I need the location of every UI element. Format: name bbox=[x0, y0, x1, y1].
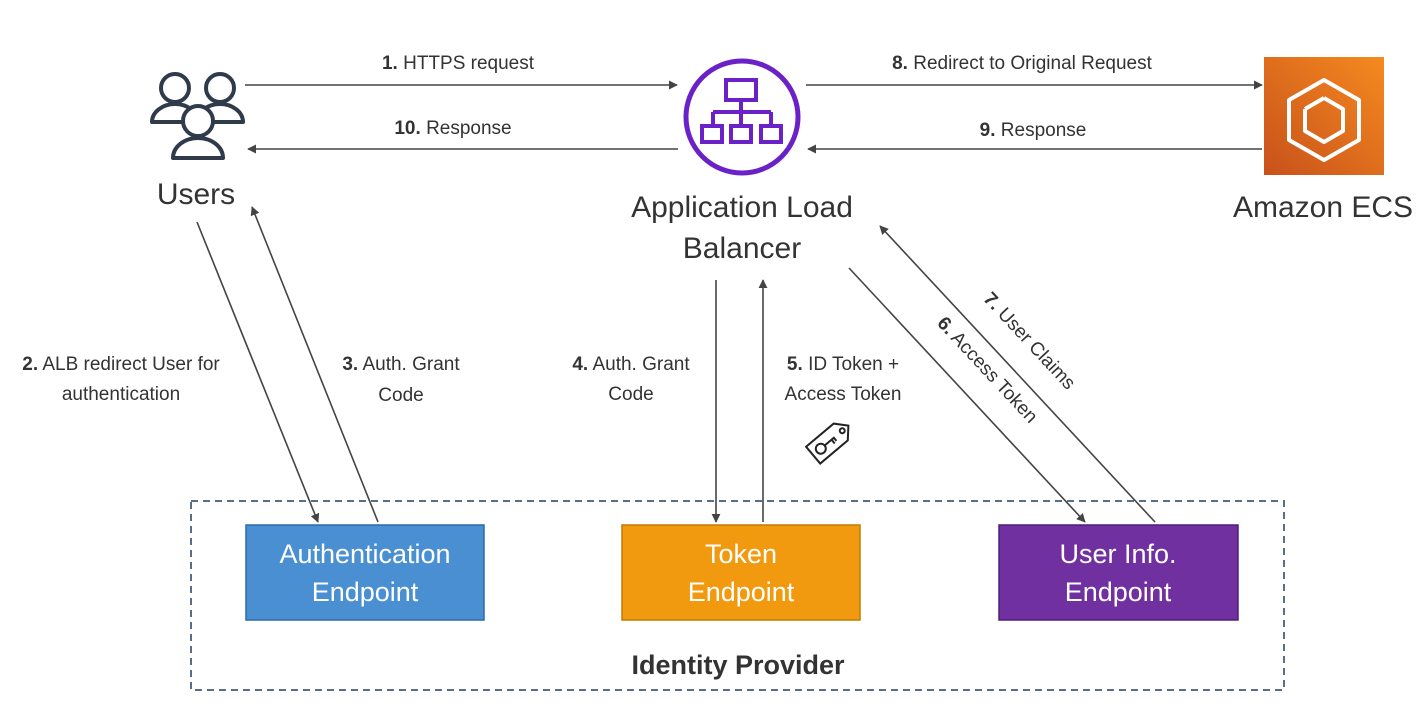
alb-label-line2: Balancer bbox=[683, 232, 801, 265]
step-2-label: 2. ALB redirect User for bbox=[22, 354, 220, 375]
arrow-step-3 bbox=[250, 206, 379, 523]
arrow-step-7 bbox=[879, 225, 1156, 523]
userinfo-endpoint-line1: User Info. bbox=[1059, 539, 1176, 569]
step-9-label: 9. Response bbox=[980, 120, 1087, 141]
step-2-label-line2: authentication bbox=[62, 384, 180, 405]
auth-endpoint-line1: Authentication bbox=[279, 539, 450, 569]
user-info-endpoint-box[interactable]: User Info. Endpoint bbox=[998, 524, 1239, 621]
key-tag-icon bbox=[804, 422, 850, 465]
authentication-endpoint-box[interactable]: Authentication Endpoint bbox=[245, 524, 485, 621]
step-4-label-line2: Code bbox=[608, 384, 653, 405]
auth-endpoint-line2: Endpoint bbox=[312, 577, 419, 607]
identity-provider-label: Identity Provider bbox=[631, 650, 845, 680]
token-endpoint-line2: Endpoint bbox=[688, 577, 795, 607]
token-endpoint-box[interactable]: Token Endpoint bbox=[621, 524, 861, 621]
users-label: Users bbox=[157, 178, 235, 211]
step-5-label: 5. ID Token + bbox=[787, 354, 899, 375]
step-3-label: 3. Auth. Grant bbox=[342, 354, 460, 375]
load-balancer-icon bbox=[683, 58, 801, 176]
step-1-label: 1. HTTPS request bbox=[382, 53, 535, 74]
step-8-label: 8. Redirect to Original Request bbox=[892, 53, 1153, 74]
users-group-icon bbox=[150, 72, 245, 160]
step-4-label: 4. Auth. Grant bbox=[572, 354, 690, 375]
arrow-step-2 bbox=[196, 221, 320, 523]
step-10-label: 10. Response bbox=[394, 118, 511, 139]
ecs-label: Amazon ECS bbox=[1233, 191, 1413, 224]
identity-provider-container bbox=[190, 500, 1285, 691]
userinfo-endpoint-line2: Endpoint bbox=[1065, 577, 1172, 607]
token-endpoint-line1: Token bbox=[705, 539, 777, 569]
alb-label-line1: Application Load bbox=[631, 191, 853, 224]
arrow-step-6 bbox=[848, 267, 1086, 523]
step-3-label-line2: Code bbox=[378, 385, 423, 406]
step-5-label-line2: Access Token bbox=[785, 384, 902, 405]
amazon-ecs-icon bbox=[1264, 57, 1384, 175]
